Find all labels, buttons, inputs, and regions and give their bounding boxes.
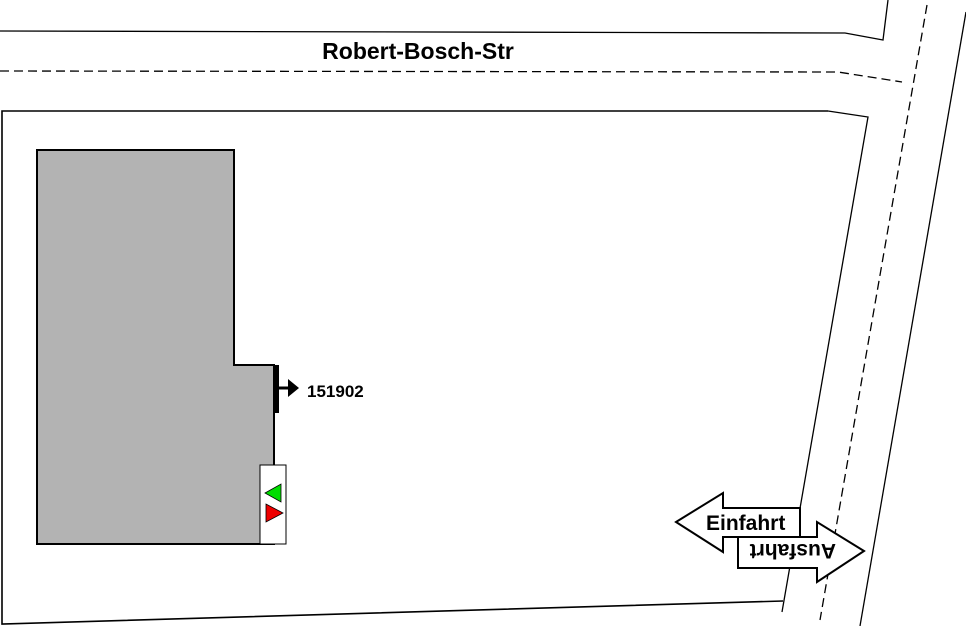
road-edge-north — [0, 0, 889, 41]
entrance-arrow-shape — [674, 491, 801, 554]
exit-arrow-shape — [737, 520, 866, 584]
gate-symbol[interactable] — [259, 464, 287, 545]
road-centerline-vertical — [819, 4, 928, 621]
door-bar — [274, 365, 279, 413]
exit-label: Ausfahrt — [750, 539, 836, 562]
street-label: Robert-Bosch-Str — [322, 38, 514, 64]
property-boundary — [1, 110, 828, 625]
exit-arrow[interactable]: Ausfahrt — [737, 520, 866, 584]
road-edge-east — [859, 11, 966, 626]
exit-triangle-icon — [265, 503, 284, 523]
building[interactable] — [36, 149, 275, 545]
door-marker[interactable]: 151902 — [274, 365, 364, 413]
door-marker-label: 151902 — [307, 382, 364, 401]
entry-triangle-icon — [264, 483, 282, 503]
entrance-label: Einfahrt — [706, 512, 785, 535]
road-centerline-horizontal — [0, 70, 903, 83]
gate-box — [259, 464, 287, 545]
door-arrow-icon — [288, 379, 299, 397]
entrance-arrow[interactable]: Einfahrt — [674, 491, 801, 554]
road-edge-south-corner — [781, 110, 869, 613]
